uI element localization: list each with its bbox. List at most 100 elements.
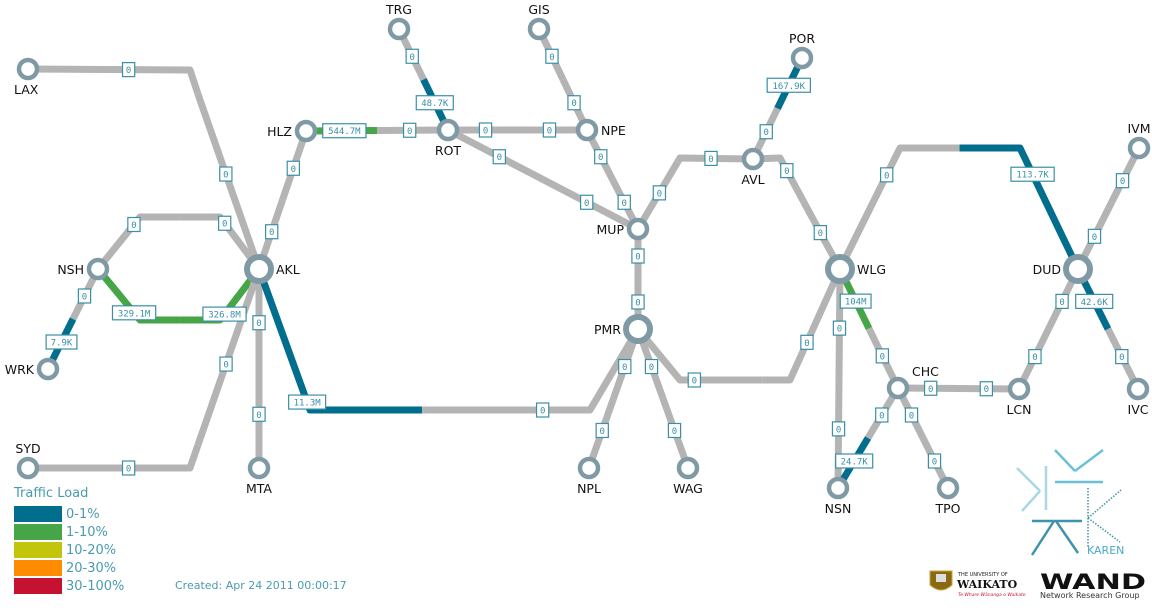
node-ring-icon[interactable] — [1127, 136, 1151, 160]
link-nsh-wrk[interactable] — [44, 267, 102, 371]
link-lcn-dud[interactable] — [1015, 267, 1082, 391]
node-syd[interactable]: SYD — [15, 441, 41, 480]
node-avl[interactable]: AVL — [741, 147, 765, 187]
link-gis-npe[interactable] — [535, 27, 591, 132]
link-wlg-dud[interactable] — [836, 144, 1082, 271]
node-ring-icon[interactable] — [527, 17, 551, 41]
link-por-avl[interactable] — [749, 56, 806, 161]
link-value: 0 — [1092, 233, 1097, 243]
node-wlg[interactable]: WLG — [825, 254, 886, 284]
node-mta[interactable]: MTA — [246, 456, 272, 496]
link-label: 0 — [286, 160, 301, 176]
link-chc-lcn[interactable] — [897, 384, 1020, 393]
node-ivc[interactable]: IVC — [1126, 377, 1150, 417]
link-lax-akl[interactable] — [27, 65, 263, 271]
node-pmr[interactable]: PMR — [594, 314, 653, 344]
node-ring-icon[interactable] — [86, 257, 110, 281]
link-avl-wlg[interactable] — [752, 154, 844, 271]
node-label: CHC — [912, 364, 939, 379]
link-label: 0 — [595, 422, 609, 439]
link-label: 0 — [127, 216, 141, 233]
link-chc-tpo[interactable] — [894, 386, 952, 490]
node-ring-icon[interactable] — [886, 376, 910, 400]
link-chc-nsn[interactable] — [834, 386, 902, 490]
node-ring-icon[interactable] — [826, 476, 850, 500]
link-half-in[interactable] — [28, 443, 202, 472]
link-label: 48.7K — [415, 95, 454, 111]
node-nsh[interactable]: NSH — [57, 257, 110, 281]
node-ring-icon[interactable] — [16, 456, 40, 480]
node-chc[interactable]: CHC — [886, 364, 939, 400]
link-half-out[interactable] — [635, 326, 763, 384]
node-trg[interactable]: TRG — [385, 2, 412, 41]
node-ring-icon[interactable] — [1007, 377, 1031, 401]
link-half-in[interactable] — [762, 267, 844, 384]
node-gis[interactable]: GIS — [527, 2, 551, 41]
link-label: 0 — [644, 358, 659, 375]
node-ring-icon[interactable] — [387, 17, 411, 41]
node-ring-icon[interactable] — [36, 357, 60, 381]
link-value: 0 — [880, 352, 885, 362]
link-dud-ivc[interactable] — [1074, 267, 1142, 391]
node-ring-icon[interactable] — [575, 118, 599, 142]
link-half-in[interactable] — [194, 91, 263, 271]
node-wag[interactable]: WAG — [673, 456, 703, 496]
link-half-out[interactable] — [255, 267, 423, 414]
node-ring-icon[interactable] — [1063, 254, 1093, 284]
node-nsn[interactable]: NSN — [825, 476, 852, 516]
node-npe[interactable]: NPE — [575, 118, 626, 142]
link-value: 0 — [223, 361, 228, 371]
node-ring-icon[interactable] — [741, 147, 765, 171]
node-ring-icon[interactable] — [623, 314, 653, 344]
link-label: 167.9K — [766, 77, 811, 93]
node-hlz[interactable]: HLZ — [267, 119, 318, 143]
link-label: 0 — [904, 407, 919, 423]
link-half-in[interactable] — [959, 144, 1082, 271]
link-half-in[interactable] — [674, 154, 754, 164]
link-wlg-chc[interactable] — [836, 267, 902, 390]
node-npl[interactable]: NPL — [577, 456, 601, 496]
node-ring-icon[interactable] — [577, 456, 601, 480]
link-value: 0 — [549, 53, 554, 63]
node-por[interactable]: POR — [789, 31, 815, 70]
node-mup[interactable]: MUP — [597, 217, 650, 241]
node-lcn[interactable]: LCN — [1006, 377, 1032, 417]
node-dud[interactable]: DUD — [1033, 254, 1093, 284]
link-ivm-dud[interactable] — [1074, 146, 1143, 271]
node-tpo[interactable]: TPO — [934, 476, 961, 516]
node-ring-icon[interactable] — [16, 57, 40, 81]
legend-title: Traffic Load — [14, 486, 89, 501]
link-nsh-akl[interactable] — [95, 213, 262, 272]
node-ring-icon[interactable] — [244, 254, 274, 284]
link-half-in[interactable] — [422, 327, 642, 414]
node-ring-icon[interactable] — [1126, 377, 1150, 401]
node-akl[interactable]: AKL — [244, 254, 300, 284]
link-hlz-akl[interactable] — [255, 129, 310, 271]
link-label: 0 — [879, 167, 894, 183]
link-pmr-wag[interactable] — [634, 327, 692, 470]
link-label: 0 — [875, 348, 890, 364]
node-ring-icon[interactable] — [825, 254, 855, 284]
link-akl-pmr[interactable] — [255, 267, 642, 414]
link-pmr-wlg[interactable] — [635, 267, 844, 384]
link-label: 0 — [800, 334, 814, 350]
node-wrk[interactable]: WRK — [5, 357, 60, 381]
node-lax[interactable]: LAX — [14, 57, 40, 97]
link-label: 7.9K — [45, 334, 78, 350]
link-label: 24.7K — [835, 453, 874, 469]
node-ivm[interactable]: IVM — [1127, 121, 1151, 160]
link-value: 0 — [126, 465, 131, 475]
node-ring-icon[interactable] — [247, 456, 271, 480]
node-ring-icon[interactable] — [790, 46, 814, 70]
node-ring-icon[interactable] — [294, 119, 318, 143]
link-half-out[interactable] — [27, 65, 202, 95]
link-value: 0 — [540, 407, 545, 417]
link-half-out[interactable] — [836, 144, 960, 271]
node-ring-icon[interactable] — [676, 456, 700, 480]
node-rot[interactable]: ROT — [435, 118, 462, 158]
node-ring-icon[interactable] — [936, 476, 960, 500]
link-value: 48.7K — [421, 99, 449, 109]
node-ring-icon[interactable] — [436, 118, 460, 142]
link-trg-rot[interactable] — [395, 27, 452, 132]
node-ring-icon[interactable] — [626, 217, 650, 241]
